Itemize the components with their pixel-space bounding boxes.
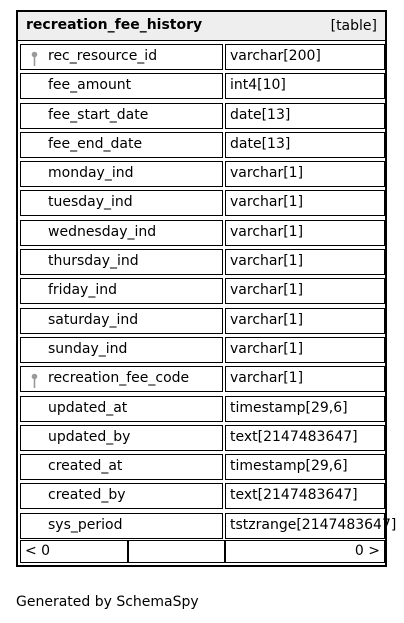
parents-count-cell: < 0 (20, 540, 128, 563)
table-node[interactable]: recreation_fee_history [table] rec_resou… (16, 10, 396, 567)
column-name: updated_by (48, 428, 131, 445)
column-name: monday_ind (48, 165, 134, 182)
column-name-cell: friday_ind (20, 278, 223, 305)
column-name-cell: fee_start_date (20, 102, 223, 129)
key-icon (31, 373, 38, 389)
column-type-cell: varchar[1] (225, 278, 385, 305)
column-name-cell: updated_by (20, 424, 223, 451)
column-type: varchar[1] (230, 311, 304, 328)
column-row[interactable]: recreation_fee_code varchar[1] (18, 365, 385, 394)
column-name: fee_end_date (48, 135, 143, 152)
column-type-cell: timestamp[29,6] (225, 395, 385, 422)
column-name-cell: saturday_ind (20, 307, 223, 334)
column-name-cell: created_by (20, 483, 223, 510)
column-type-cell: varchar[1] (225, 249, 385, 276)
column-type: timestamp[29,6] (230, 458, 348, 475)
column-type: varchar[1] (230, 165, 304, 182)
column-name: thursday_ind (48, 253, 139, 270)
column-name: rec_resource_id (48, 48, 158, 64)
column-name-cell: sys_period (20, 512, 223, 539)
column-name: fee_amount (48, 77, 132, 94)
column-name-cell: created_at (20, 454, 223, 481)
table-name[interactable]: recreation_fee_history (26, 17, 203, 33)
column-type: varchar[200] (230, 48, 321, 64)
column-row[interactable]: fee_amount int4[10] (18, 72, 385, 101)
column-name: fee_start_date (48, 106, 149, 123)
table-footer: < 0 0 > (20, 540, 385, 563)
column-name: wednesday_ind (48, 223, 157, 240)
column-list: rec_resource_id varchar[200] fee_amount int… (18, 43, 396, 541)
column-row[interactable]: created_by text[2147483647] (18, 482, 385, 511)
column-type-cell: int4[10] (225, 73, 385, 100)
column-name: updated_at (48, 399, 128, 416)
column-type-cell: text[2147483647] (225, 483, 385, 510)
column-name-cell: sunday_ind (20, 336, 223, 363)
column-type: varchar[1] (230, 282, 304, 299)
column-name-cell: updated_at (20, 395, 223, 422)
column-name-cell: recreation_fee_code (20, 366, 223, 393)
column-type-cell: tstzrange[2147483647] (225, 512, 396, 539)
column-type: int4[10] (230, 77, 286, 94)
column-type-cell: varchar[1] (225, 190, 385, 217)
column-name-cell: rec_resource_id (20, 44, 223, 70)
column-type-cell: varchar[1] (225, 336, 385, 363)
column-name: sunday_ind (48, 340, 128, 357)
column-type-cell: date[13] (225, 102, 385, 129)
table-kind-label: [table] (330, 18, 377, 34)
column-type: varchar[1] (230, 340, 304, 357)
column-row[interactable]: created_at timestamp[29,6] (18, 453, 385, 482)
generated-by-label: Generated by SchemaSpy (16, 594, 199, 610)
column-type-cell: varchar[200] (225, 44, 385, 70)
column-row[interactable]: friday_ind varchar[1] (18, 277, 385, 306)
column-row[interactable]: saturday_ind varchar[1] (18, 307, 385, 336)
column-type: varchar[1] (230, 253, 304, 270)
column-row[interactable]: updated_at timestamp[29,6] (18, 395, 385, 424)
column-row[interactable]: wednesday_ind varchar[1] (18, 219, 385, 248)
column-name-cell: monday_ind (20, 161, 223, 188)
column-name-cell: fee_amount (20, 73, 223, 100)
column-row[interactable]: updated_by text[2147483647] (18, 424, 385, 453)
column-type-cell: date[13] (225, 131, 385, 158)
column-type-cell: text[2147483647] (225, 424, 385, 451)
column-type: tstzrange[2147483647] (230, 516, 397, 533)
column-type: varchar[1] (230, 370, 304, 387)
footer-spacer (128, 540, 225, 563)
column-type: text[2147483647] (230, 487, 358, 504)
column-type: timestamp[29,6] (230, 399, 348, 416)
column-row[interactable]: sunday_ind varchar[1] (18, 336, 385, 365)
column-name: tuesday_ind (48, 194, 133, 211)
column-row[interactable]: fee_end_date date[13] (18, 131, 385, 160)
column-name: recreation_fee_code (48, 370, 190, 387)
column-row[interactable]: tuesday_ind varchar[1] (18, 189, 385, 218)
column-row[interactable]: fee_start_date date[13] (18, 102, 385, 131)
column-type-cell: varchar[1] (225, 219, 385, 246)
column-type: varchar[1] (230, 194, 304, 211)
column-name-cell: fee_end_date (20, 131, 223, 158)
column-type: date[13] (230, 106, 291, 123)
children-count: 0 > (354, 543, 380, 559)
column-type: varchar[1] (230, 223, 304, 240)
column-name: sys_period (48, 516, 123, 533)
column-name: friday_ind (48, 282, 117, 299)
column-type-cell: varchar[1] (225, 366, 385, 393)
column-name: created_by (48, 487, 126, 504)
column-type: text[2147483647] (230, 428, 358, 445)
column-row[interactable]: monday_ind varchar[1] (18, 160, 385, 189)
children-count-cell: 0 > (225, 540, 385, 563)
table-header: recreation_fee_history [table] (18, 12, 385, 41)
column-type: date[13] (230, 135, 291, 152)
column-type-cell: varchar[1] (225, 161, 385, 188)
column-name-cell: thursday_ind (20, 249, 223, 276)
column-row[interactable]: thursday_ind varchar[1] (18, 248, 385, 277)
column-type-cell: varchar[1] (225, 307, 385, 334)
column-type-cell: timestamp[29,6] (225, 454, 385, 481)
column-name: created_at (48, 458, 123, 475)
key-icon (31, 51, 38, 66)
column-name-cell: wednesday_ind (20, 219, 223, 246)
column-row[interactable]: sys_period tstzrange[2147483647] (18, 512, 396, 541)
column-name: saturday_ind (48, 311, 139, 328)
parents-count: < 0 (25, 543, 51, 559)
column-row[interactable]: rec_resource_id varchar[200] (18, 43, 385, 72)
column-name-cell: tuesday_ind (20, 190, 223, 217)
